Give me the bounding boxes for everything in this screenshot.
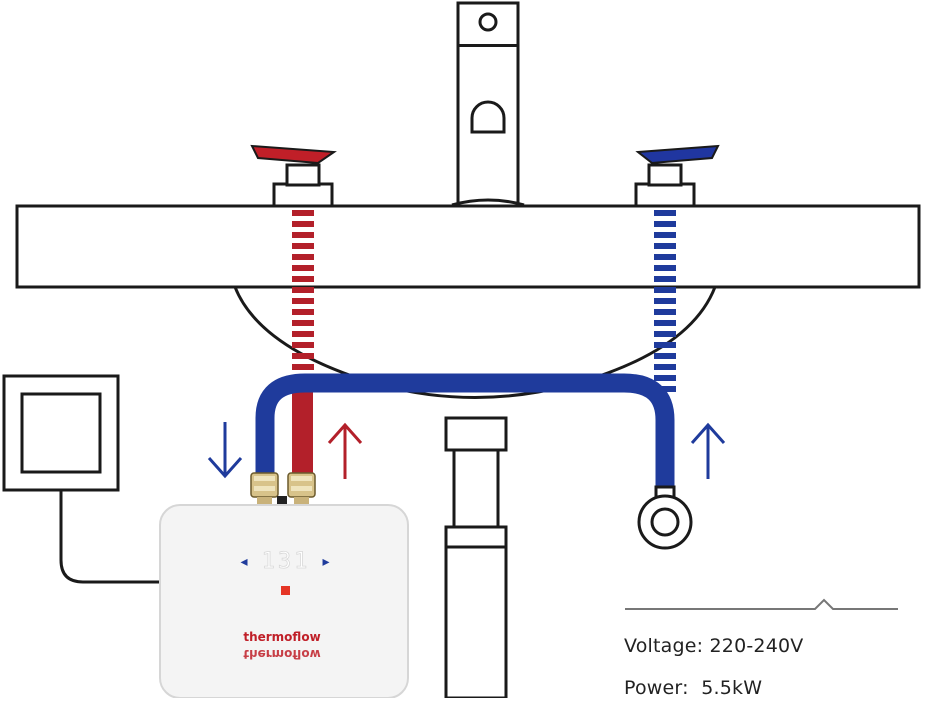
cold-inlet-fitting	[250, 472, 279, 507]
pipe-stripe	[654, 353, 676, 359]
pipe-stripe	[654, 276, 676, 282]
cold-pipe	[255, 373, 675, 488]
pipe-stripe	[292, 309, 314, 315]
pipe-stripe	[292, 232, 314, 238]
pipe-stripe	[654, 375, 676, 381]
pipe-stripe	[654, 364, 676, 370]
cold-valve	[634, 144, 720, 208]
pipe-stripe	[654, 221, 676, 227]
pipe-stripe	[654, 386, 676, 392]
pipe-stripe	[292, 331, 314, 337]
pipe-stripe	[654, 342, 676, 348]
power-socket	[2, 374, 120, 492]
power-cable	[59, 490, 162, 584]
hot-supply-line	[292, 210, 314, 370]
wall-valve	[637, 485, 693, 550]
pipe-stripe	[654, 265, 676, 271]
pipe-stripe	[654, 232, 676, 238]
power-spec: Power: 5.5kW	[624, 677, 763, 699]
pipe-stripe	[654, 309, 676, 315]
pipe-stripe	[292, 320, 314, 326]
pipe-stripe	[654, 331, 676, 337]
spec-divider	[625, 598, 898, 610]
voltage-spec: Voltage: 220-240V	[624, 635, 804, 657]
cable-gland	[277, 496, 287, 506]
pipe-stripe	[292, 364, 314, 370]
temperature-display: 131	[262, 549, 311, 574]
faucet	[451, 1, 525, 207]
brand-wordmark: thermoflow	[243, 630, 320, 644]
drain-pipe	[444, 416, 508, 700]
pipe-stripe	[654, 287, 676, 293]
pipe-stripe	[654, 320, 676, 326]
indicator-led	[281, 586, 290, 595]
temp-increase-icon: ▸	[322, 554, 329, 570]
up-arrow-blue-icon	[690, 422, 726, 479]
pipe-stripe	[292, 243, 314, 249]
pipe-stripe	[292, 221, 314, 227]
pipe-stripe	[654, 210, 676, 216]
pipe-stripe	[654, 254, 676, 260]
countertop	[15, 204, 921, 289]
hot-pipe	[292, 375, 313, 475]
hot-valve	[250, 144, 337, 208]
pipe-stripe	[654, 243, 676, 249]
water-heater	[159, 504, 409, 699]
pipe-stripe	[292, 342, 314, 348]
pipe-stripe	[292, 254, 314, 260]
up-arrow-red-icon	[327, 422, 363, 479]
cold-supply-line	[654, 210, 676, 392]
pipe-stripe	[292, 210, 314, 216]
pipe-stripe	[292, 265, 314, 271]
brand-wordmark-reflection: thermoflow	[243, 647, 320, 661]
pipe-stripe	[292, 287, 314, 293]
pipe-stripe	[292, 276, 314, 282]
pipe-stripe	[292, 298, 314, 304]
down-arrow-icon	[207, 422, 243, 479]
pipe-stripe	[654, 298, 676, 304]
brand-logo: thermoflow thermoflow	[243, 630, 320, 661]
hot-outlet-fitting	[287, 472, 316, 507]
pipe-stripe	[292, 353, 314, 359]
temp-decrease-icon: ◂	[240, 554, 247, 570]
